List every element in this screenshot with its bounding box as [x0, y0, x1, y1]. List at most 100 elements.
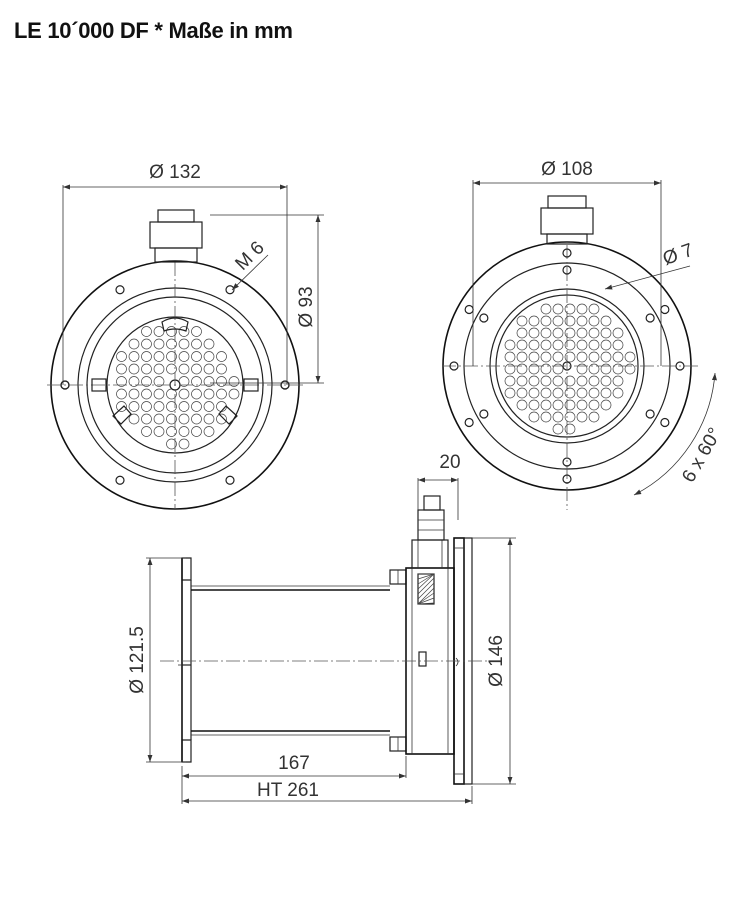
led-dot [540, 339, 552, 351]
led-dot [600, 351, 612, 363]
led-dot [552, 423, 564, 435]
led-dot [178, 426, 190, 437]
led-dot [178, 338, 190, 350]
led-dot [528, 375, 540, 387]
led-dot [203, 413, 215, 425]
led-dot [141, 401, 152, 412]
side-gland-nut [417, 509, 445, 541]
led-dot [612, 351, 624, 363]
dim-hole-diameter: Ø 7 [660, 240, 696, 270]
led-dot [516, 387, 528, 399]
led-dot [203, 388, 215, 400]
led-dot [216, 351, 227, 362]
hatch-line [417, 597, 435, 605]
front-clamp-left [112, 405, 132, 425]
led-dot [153, 326, 165, 337]
mounting-hole [225, 475, 235, 485]
led-dot [564, 303, 576, 315]
led-dot [576, 375, 588, 387]
led-dot [576, 363, 588, 375]
led-dot [141, 363, 152, 375]
side-gland-cap [423, 495, 441, 511]
led-dot [552, 339, 564, 351]
mounting-hole [660, 417, 670, 428]
dim-gland-width: 20 [439, 452, 460, 473]
led-dot [588, 339, 600, 351]
mounting-hole [562, 457, 572, 467]
led-dot [166, 363, 177, 375]
mounting-hole [562, 474, 572, 484]
led-dot [116, 351, 127, 362]
led-dot [552, 411, 564, 423]
led-dot [203, 363, 215, 375]
led-dot [564, 399, 576, 411]
hatch-line [417, 592, 435, 605]
led-dot [552, 351, 564, 363]
rear-gland-nut [540, 207, 594, 235]
led-dot [203, 351, 215, 362]
led-dot [516, 399, 528, 411]
led-dot [203, 338, 215, 350]
led-dot [516, 315, 528, 327]
led-dot [116, 376, 127, 387]
led-dot [178, 413, 190, 425]
led-dot [600, 339, 612, 351]
led-dot [516, 327, 528, 339]
led-dot [588, 315, 600, 327]
led-dot [528, 411, 540, 423]
led-dot [128, 401, 140, 412]
led-dot [612, 363, 624, 375]
mounting-hole [645, 409, 655, 419]
side-dimensions: Ø 121.5 Ø 146 167 HT 261 20 [127, 452, 516, 804]
led-dot [153, 388, 165, 400]
led-dot [528, 327, 540, 339]
led-dot [516, 363, 528, 375]
led-dot [612, 339, 624, 351]
led-dot [216, 363, 227, 375]
led-dot [588, 303, 600, 315]
led-dot [600, 375, 612, 387]
led-dot [153, 401, 165, 412]
dim-body-length: 167 [278, 753, 310, 774]
led-dot [191, 338, 202, 350]
led-dot [191, 376, 202, 387]
front-gland-nut [149, 221, 203, 249]
led-dot [504, 363, 516, 375]
hatch-line [417, 573, 435, 585]
led-dot [576, 411, 588, 423]
front-gland-cap [157, 209, 195, 223]
side-gland-base [411, 539, 449, 569]
led-dot [528, 387, 540, 399]
led-dot [540, 363, 552, 375]
mounting-hole [464, 304, 474, 315]
front-screw-right [243, 378, 259, 392]
led-dot [588, 387, 600, 399]
led-dot [576, 339, 588, 351]
led-dot [624, 363, 636, 375]
dim-front-outer-diameter: Ø 132 [149, 162, 201, 183]
led-dot [191, 413, 202, 425]
hatch-line [417, 573, 435, 590]
mounting-hole [675, 361, 685, 371]
led-dot [203, 426, 215, 437]
dim-thread: M 6 [231, 237, 268, 274]
led-dot [624, 351, 636, 363]
led-dot [564, 375, 576, 387]
led-dot [600, 387, 612, 399]
dim-body-diameter: Ø 121.5 [127, 626, 148, 694]
led-dot [576, 327, 588, 339]
mounting-hole [660, 304, 670, 315]
led-dot [564, 327, 576, 339]
led-dot [166, 413, 177, 425]
led-dot [600, 315, 612, 327]
hatch-line [417, 602, 435, 605]
mounting-hole [60, 380, 70, 390]
mounting-hole [645, 313, 655, 323]
led-dot [141, 326, 152, 337]
mounting-hole [449, 361, 459, 371]
led-dot [178, 401, 190, 412]
mounting-hole [479, 313, 489, 323]
led-dot [216, 388, 227, 400]
mounting-hole [464, 417, 474, 428]
